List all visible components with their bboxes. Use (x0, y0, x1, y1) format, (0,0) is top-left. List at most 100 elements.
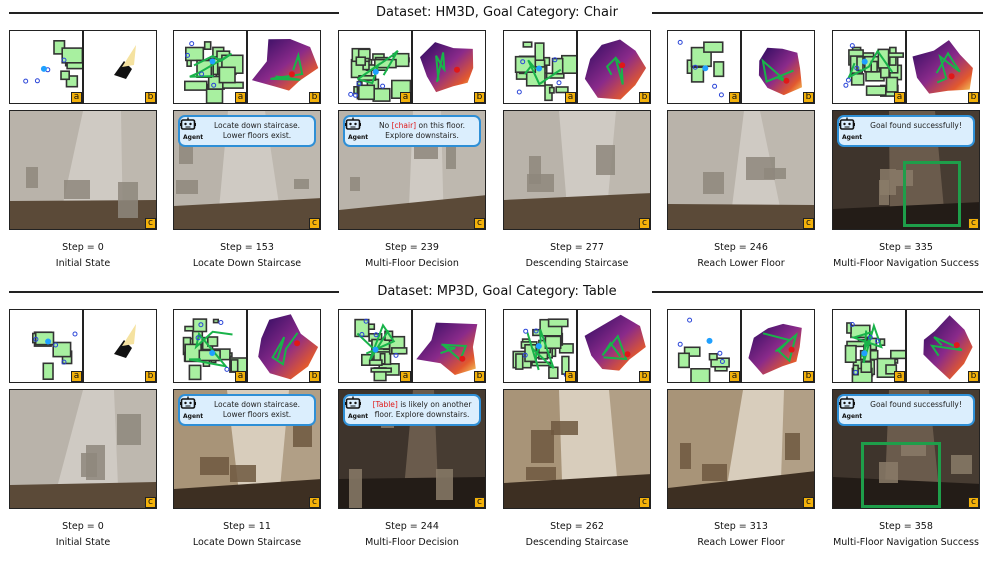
egocentric-view: c (667, 110, 815, 230)
panel-tag-b: b (803, 92, 814, 103)
step-label: Initial State (55, 537, 111, 548)
title-rule-left (9, 291, 339, 293)
step-label: Multi-Floor Navigation Success (833, 258, 979, 269)
value-map: b (83, 30, 157, 104)
panel-tag-c: c (803, 218, 814, 229)
value-map: b (906, 309, 980, 383)
goal-highlight: [Table] (372, 400, 398, 409)
panel-tag-b: b (474, 371, 485, 382)
panel-tag-b: b (145, 92, 156, 103)
occupancy-map: a (503, 30, 577, 104)
panel-tag-a: a (729, 371, 740, 382)
panel-tag-c: c (474, 497, 485, 508)
occupancy-map: a (9, 30, 83, 104)
egocentric-view: c (667, 389, 815, 509)
agent-message: No [chair] on this floor. Explore downst… (379, 121, 465, 140)
panel-tag-b: b (474, 92, 485, 103)
panel-tag-a: a (565, 92, 576, 103)
value-map: b (741, 309, 815, 383)
panel-tag-a: a (894, 92, 905, 103)
goal-bounding-box (903, 161, 961, 227)
step-number: Step = 335 (879, 242, 933, 253)
step-label: Multi-Floor Navigation Success (833, 537, 979, 548)
panel-tag-a: a (400, 92, 411, 103)
step-number: Step = 153 (220, 242, 274, 253)
occupancy-map: a (173, 309, 247, 383)
panel-tag-a: a (71, 92, 82, 103)
step-number: Step = 0 (62, 521, 104, 532)
title-rule-right (652, 291, 983, 293)
panel-tag-c: c (639, 497, 650, 508)
step-label: Reach Lower Floor (697, 258, 785, 269)
value-map: b (906, 30, 980, 104)
step-number: Step = 11 (223, 521, 271, 532)
agent-label: Agent (183, 134, 204, 141)
panel-tag-a: a (235, 371, 246, 382)
agent-message: Goal found successfully! (870, 121, 962, 130)
value-map: b (577, 309, 651, 383)
step-label: Multi-Floor Decision (365, 537, 459, 548)
goal-bounding-box (861, 442, 941, 508)
egocentric-view: c (9, 389, 157, 509)
step-label: Reach Lower Floor (697, 537, 785, 548)
panel-tag-b: b (309, 92, 320, 103)
step-number: Step = 239 (385, 242, 439, 253)
panel-tag-c: c (968, 497, 979, 508)
goal-highlight: [chair] (391, 121, 417, 130)
step-label: Multi-Floor Decision (365, 258, 459, 269)
panel-tag-c: c (309, 218, 320, 229)
agent-label: Agent (348, 134, 369, 141)
value-map: b (412, 30, 486, 104)
occupancy-map: a (9, 309, 83, 383)
panel-tag-b: b (803, 371, 814, 382)
panel-tag-c: c (145, 218, 156, 229)
egocentric-view: Agent[Table] is likely on another floor.… (338, 389, 486, 509)
occupancy-map: a (832, 309, 906, 383)
title-rule-left (9, 12, 339, 14)
panel-tag-b: b (968, 92, 979, 103)
value-map: b (412, 309, 486, 383)
occupancy-map: a (338, 309, 412, 383)
step-number: Step = 262 (550, 521, 604, 532)
panel-tag-a: a (71, 371, 82, 382)
agent-speech-bubble: Agent[Table] is likely on another floor.… (343, 394, 481, 426)
occupancy-map: a (173, 30, 247, 104)
occupancy-map: a (338, 30, 412, 104)
value-map: b (83, 309, 157, 383)
robot-icon (180, 117, 196, 130)
robot-icon (345, 396, 361, 409)
panel-tag-a: a (894, 371, 905, 382)
step-label: Locate Down Staircase (192, 537, 302, 548)
agent-speech-bubble: Agent No [chair] on this floor. Explore d… (343, 115, 481, 147)
section-title: Dataset: HM3D, Goal Category: Chair (376, 5, 618, 20)
value-map: b (247, 309, 321, 383)
panel-tag-c: c (803, 497, 814, 508)
panel-tag-c: c (639, 218, 650, 229)
robot-icon (839, 396, 855, 409)
panel-tag-b: b (309, 371, 320, 382)
panel-tag-c: c (968, 218, 979, 229)
agent-label: Agent (183, 413, 204, 420)
panel-tag-c: c (145, 497, 156, 508)
step-number: Step = 244 (385, 521, 439, 532)
